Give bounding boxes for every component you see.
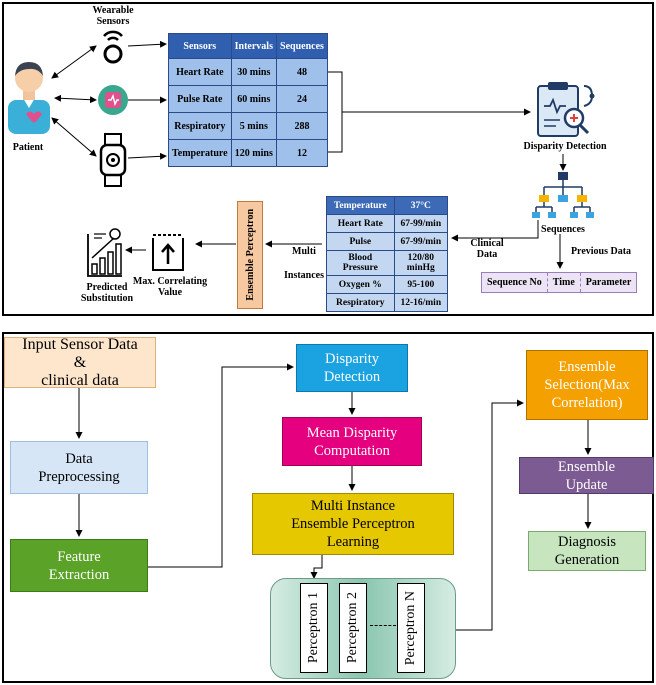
table-row: Blood Pressure 120/80 minHg	[326, 250, 449, 276]
header-intervals: Intervals	[230, 33, 278, 59]
header-sequences: Sequences	[276, 33, 328, 59]
cell: 288	[276, 112, 328, 140]
cell: 67-99/min	[393, 232, 449, 251]
sequence-fields-strip: Sequence No Time Parameter	[481, 272, 638, 293]
perceptron-2-label: Perceptron 2	[345, 592, 360, 664]
cell: Respiratory	[326, 293, 395, 312]
table-row: Respiratory 12-16/min	[326, 293, 449, 312]
input-sensor-data-label: Input Sensor Data & clinical data	[22, 335, 138, 389]
ensemble-selection-box: Ensemble Selection(Max Correlation)	[526, 350, 648, 420]
table-row: Pulse 67-99/min	[326, 232, 449, 251]
table-row: Pulse Rate 60 mins 24	[168, 85, 328, 113]
disparity-detection-label: Disparity Detection	[523, 141, 607, 152]
multi-instance-learning-label: Multi Instance Ensemble Perceptron Learn…	[291, 498, 415, 550]
gear-watch-icon	[99, 133, 127, 187]
header-sensors: Sensors	[168, 33, 232, 59]
mean-disparity-label: Mean Disparity Computation	[306, 424, 398, 459]
patient-label: Patient	[12, 142, 44, 153]
sensor-table: Sensors Intervals Sequences Heart Rate 3…	[168, 33, 328, 167]
diagnosis-generation-box: Diagnosis Generation	[528, 531, 646, 571]
table-row: Heart Rate 30 mins 48	[168, 58, 328, 86]
cell: 48	[276, 58, 328, 86]
field-time: Time	[548, 273, 581, 292]
smartwatch-icon	[98, 85, 128, 115]
table-row: Respiratory 5 mins 288	[168, 112, 328, 140]
cell: Temperature	[326, 196, 395, 215]
cell: 67-99/min	[393, 214, 449, 233]
perceptron-n-label: Perceptron N	[403, 590, 418, 666]
sequences-label: Sequences	[541, 224, 585, 235]
cell: 60 mins	[230, 85, 278, 113]
predicted-substitution-label: Predicted Substitution	[80, 282, 134, 304]
cell: Respiratory	[168, 112, 232, 140]
wireless-sensor-icon	[103, 30, 123, 64]
perceptron-1-box: Perceptron 1	[300, 583, 328, 673]
max-correlating-label: Max. Correlating Value	[132, 276, 208, 298]
ensemble-selection-label: Ensemble Selection(Max Correlation)	[544, 359, 630, 411]
ensemble-update-box: Ensemble Update	[519, 457, 654, 494]
perceptron-2-box: Perceptron 2	[339, 583, 367, 673]
patient-icon	[8, 62, 50, 134]
cell: 30 mins	[230, 58, 278, 86]
cell: 120/80 minHg	[393, 250, 449, 276]
feature-extraction-box: Feature Extraction	[10, 539, 148, 592]
cell: Pulse	[326, 232, 395, 251]
perceptron-n-box: Perceptron N	[397, 583, 425, 673]
table-row: Heart Rate 67-99/min	[326, 214, 449, 233]
data-preprocessing-box: Data Preprocessing	[10, 441, 148, 494]
multi-instances-label: Multi Instances	[283, 246, 324, 281]
input-sensor-data-box: Input Sensor Data & clinical data	[4, 335, 156, 389]
perceptron-dots	[370, 625, 396, 626]
clinical-data-label: Clinical Data	[470, 238, 504, 260]
max-value-icon	[152, 234, 184, 271]
table-row: Temperature 120 mins 12	[168, 139, 328, 167]
perceptron-1-label: Perceptron 1	[306, 592, 321, 664]
sequence-tree-icon	[532, 172, 594, 218]
cell: Oxygen %	[326, 275, 395, 294]
clinical-table: Temperature 37°C Heart Rate 67-99/min Pu…	[326, 196, 449, 312]
data-preprocessing-label: Data Preprocessing	[38, 450, 120, 485]
cell: 12-16/min	[393, 293, 449, 312]
diagnosis-generation-label: Diagnosis Generation	[554, 534, 620, 568]
cell: 37°C	[393, 196, 449, 215]
wearable-sensors-label: Wearable Sensors	[92, 5, 134, 27]
disparity-detection-box: Disparity Detection	[296, 344, 408, 392]
ensemble-perceptron-bar: Ensemble Perceptron	[237, 201, 263, 309]
field-sequence-no: Sequence No	[482, 273, 548, 292]
mean-disparity-box: Mean Disparity Computation	[282, 417, 422, 466]
cell: Pulse Rate	[168, 85, 232, 113]
disparity-detection-box-label: Disparity Detection	[323, 351, 381, 385]
table-row: Temperature 37°C	[326, 196, 449, 215]
cell: Temperature	[168, 139, 232, 167]
ensemble-update-label: Ensemble Update	[557, 458, 616, 493]
table-row: Oxygen % 95-100	[326, 275, 449, 294]
multi-instance-learning-box: Multi Instance Ensemble Perceptron Learn…	[252, 493, 454, 555]
cell: 120 mins	[230, 139, 278, 167]
cell: 12	[276, 139, 328, 167]
clipboard-analysis-icon	[537, 82, 595, 137]
growth-chart-icon	[87, 228, 122, 277]
field-parameter: Parameter	[585, 277, 632, 288]
cell: 5 mins	[230, 112, 278, 140]
feature-extraction-label: Feature Extraction	[48, 548, 110, 583]
previous-data-label: Previous Data	[570, 246, 632, 257]
